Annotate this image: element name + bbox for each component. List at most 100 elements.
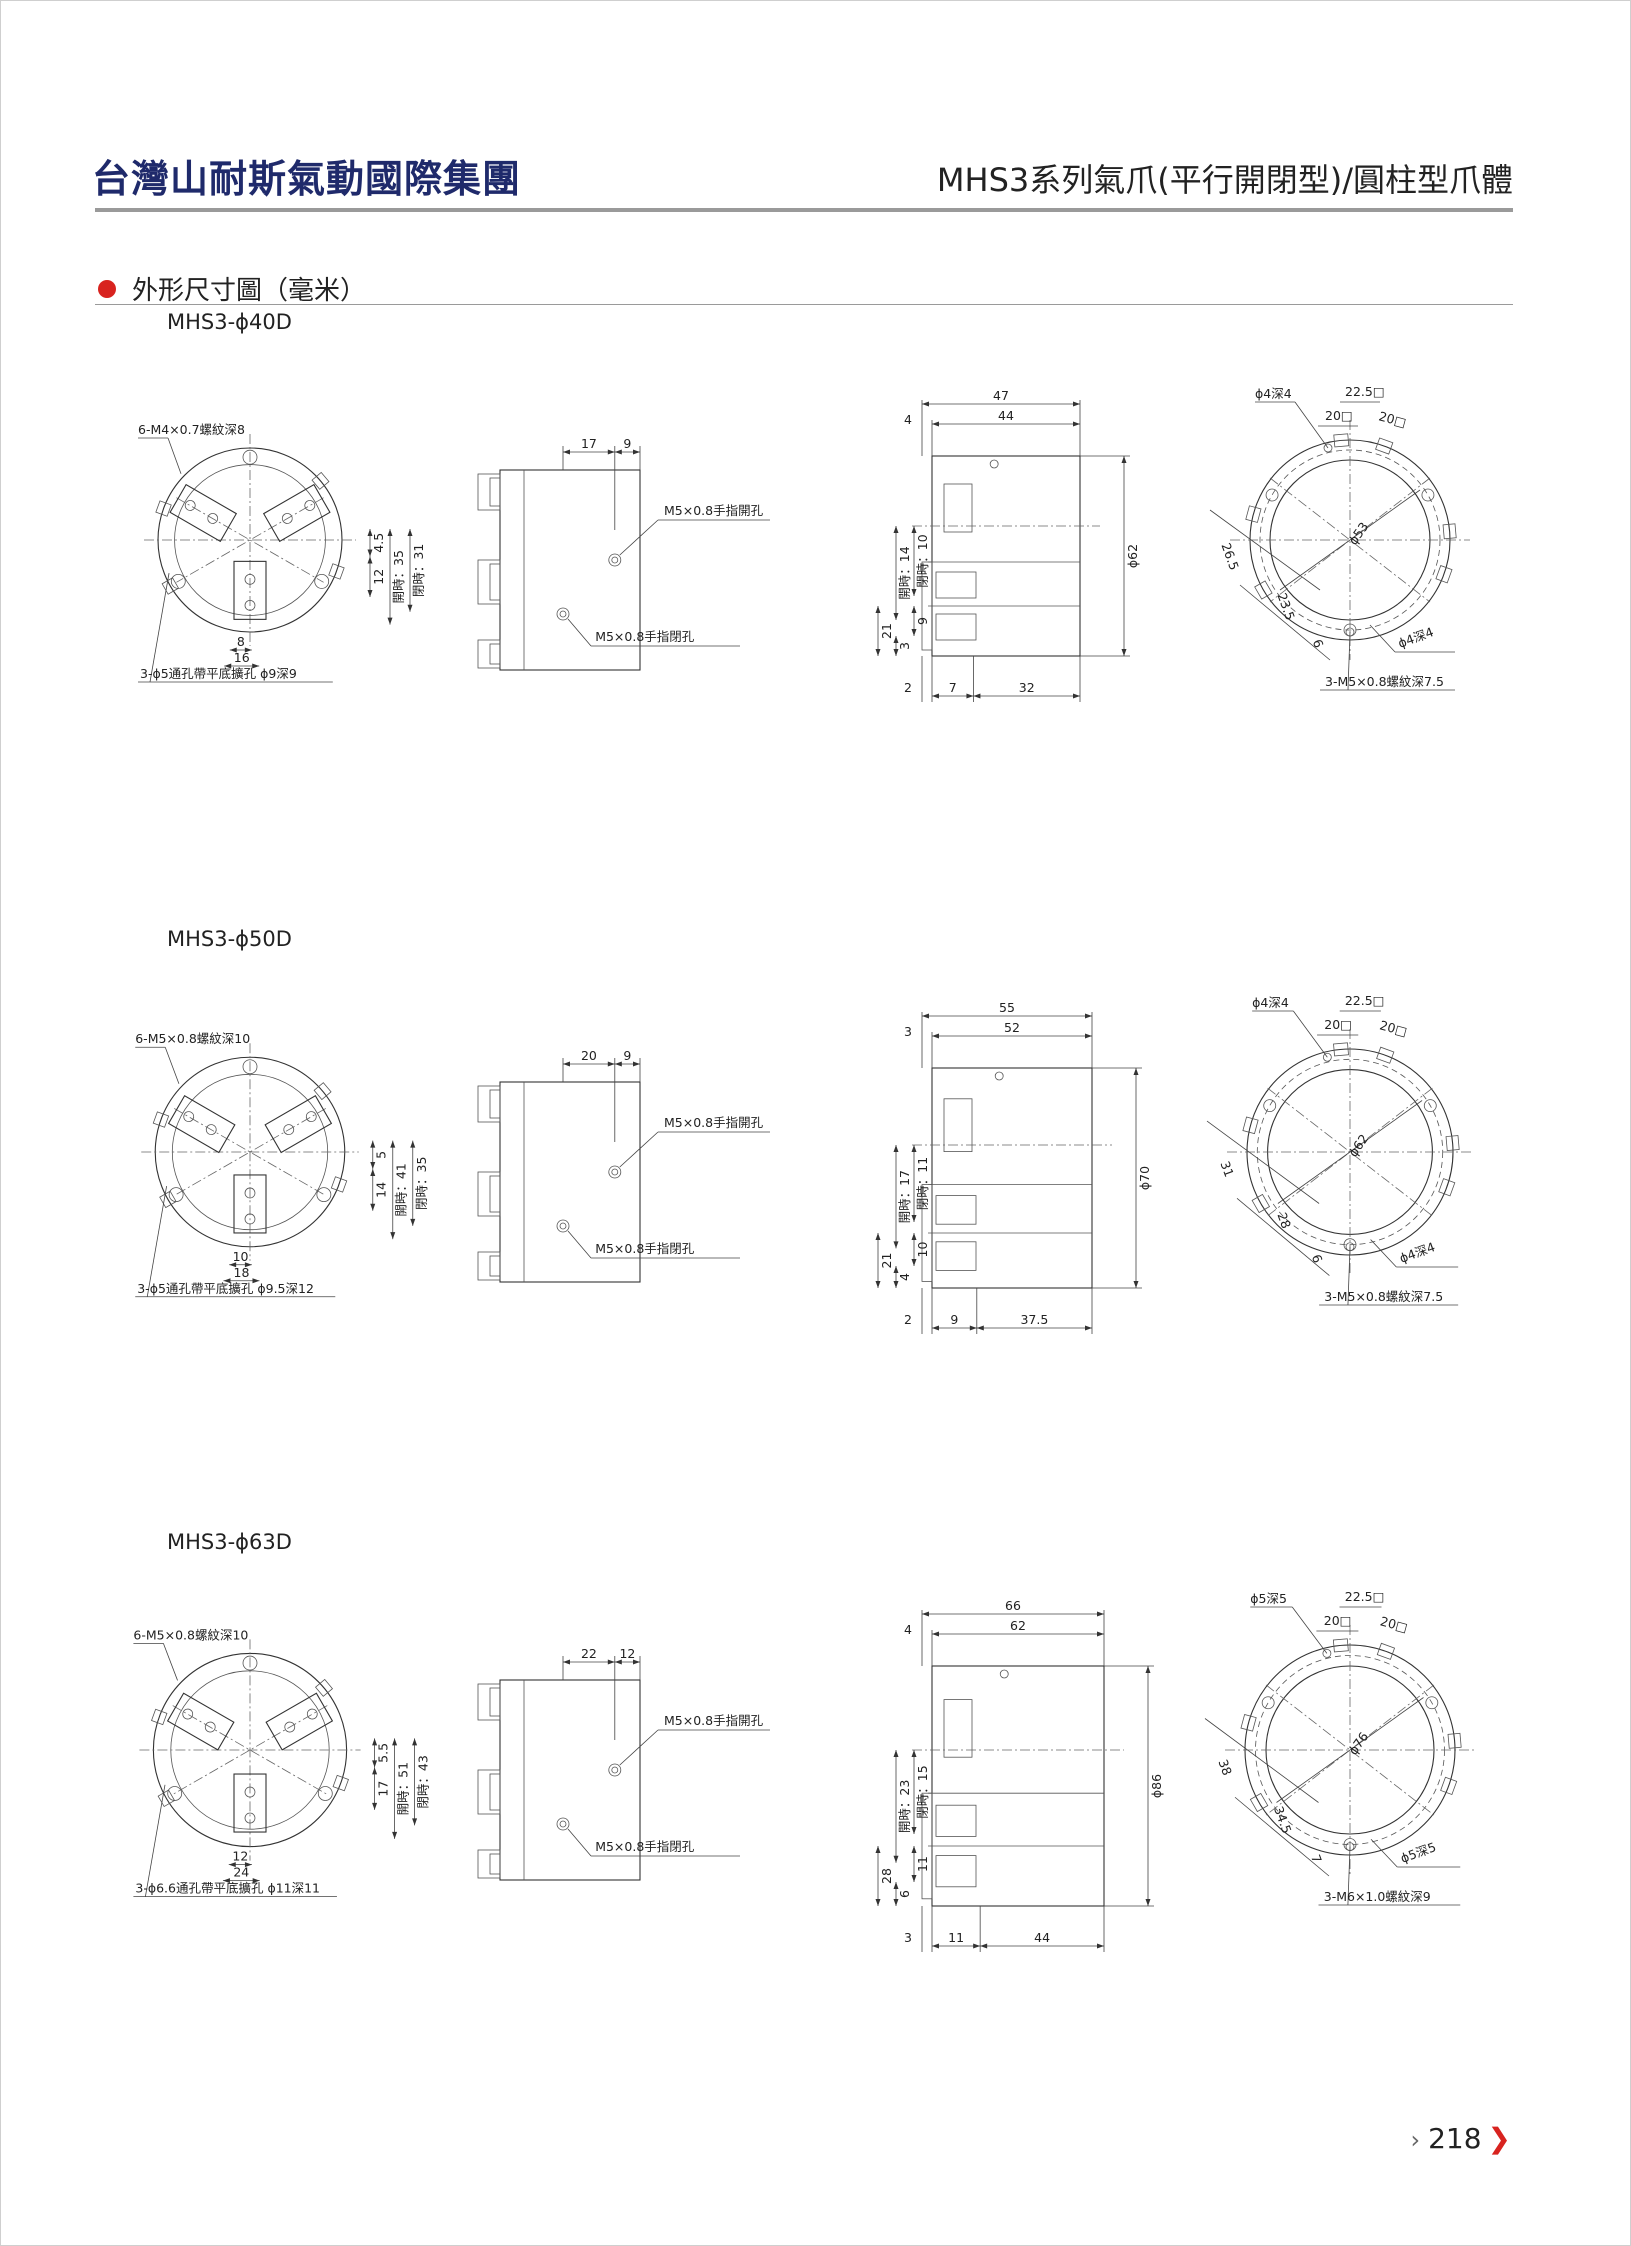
dim-arrow [911,1233,917,1240]
dim-label: 37.5 [1020,1312,1048,1327]
tapped-hole-icon [1425,1696,1439,1710]
side-jaw-tab-inner [489,1687,501,1717]
dim-label: 閉時：15 [915,1765,930,1818]
dim-label: 2 [904,680,912,695]
finger-jaw [264,1095,333,1154]
dim-arrow [1145,1899,1151,1906]
dim-arrow [372,1738,378,1746]
dim-arrow [932,1325,939,1331]
dim-arrow [607,1061,615,1067]
dim-label: 12 [371,569,386,585]
dim-arrow [252,1878,260,1884]
bottom-slot [1447,1732,1462,1749]
bottom-diameter: ϕ76 [1345,1729,1371,1757]
dim-label: 4 [904,1622,912,1637]
dim-arrow [367,528,373,536]
finger-jaw [262,483,331,543]
bottom-dim: 26.5 [1218,541,1242,572]
pin-note: ϕ5深5 [1250,1591,1287,1606]
dim-arrow [252,663,260,669]
dim-arrow [387,617,393,625]
dim-label: 17 [376,1781,391,1797]
thru-hole-icon [242,1059,258,1075]
chevron-right-icon: › [1410,2126,1421,2154]
dim-arrow [1121,649,1127,656]
dim-label: 閉時：11 [915,1157,930,1210]
dim-arrow [392,1831,398,1839]
side-jaw-tab-inner [489,477,501,507]
model-label-63: MHS3-ϕ63D [167,1530,292,1554]
dim-label: 17 [581,436,597,451]
dim-arrow [607,1659,615,1665]
bottom-dim: 28 [1274,1210,1294,1230]
dim-arrow [911,1875,917,1882]
jaw-block [167,1095,236,1154]
dim-label: 55 [999,1000,1015,1015]
dim-arrow [244,647,252,653]
screw-hole-icon [182,1708,194,1720]
pin-icon [1322,1649,1332,1658]
dim-label: 閉時：35 [414,1157,429,1210]
brand-title: 台灣山耐斯氣動國際集團 [92,156,522,201]
dim-arrow [563,1061,570,1067]
bottom-slot [1375,437,1394,455]
dim-arrow [1073,693,1080,699]
tapped-hole-icon [1263,1099,1277,1113]
tapped-hole-icon [1423,1099,1437,1113]
dim-arrow [633,449,640,455]
pin-note-2: ϕ4深4 [1396,624,1436,651]
dim-label: 6 [897,1890,912,1898]
dim-arrow [370,1203,376,1211]
dim-label: 9 [950,1312,958,1327]
screw-hole-icon [281,513,293,524]
dim-label: 52 [1004,1020,1020,1035]
bolt-circle [1259,449,1441,631]
square-dim: 20□ [1379,1613,1410,1635]
bottom-slot [1442,523,1457,540]
dim-label: 12 [619,1646,635,1661]
pin-icon [994,1071,1004,1081]
screw-hole-icon [244,573,256,585]
screw-hole-icon [204,1721,216,1733]
screw-hole-icon [306,1708,318,1720]
dim-arrow [893,649,899,656]
dim-arrow [412,1738,418,1746]
bottom-thread-note: 3-M5×0.8螺紋深7.5 [1324,1289,1443,1304]
bottom-slot [1249,1792,1269,1813]
dim-arrow [244,1262,252,1268]
profile-flange [921,561,933,651]
dim-label: 62 [1010,1618,1026,1633]
dim-label: 3 [904,1930,912,1945]
dim-arrow [893,1750,899,1757]
dim-label: 21 [879,623,894,639]
bottom-slot [1332,1638,1349,1653]
dim-label: 4 [904,412,912,427]
bottom-dim: 31 [1217,1159,1237,1179]
thread-note: 6-M5×0.8螺紋深10 [135,1031,250,1046]
dim-arrow [1097,1631,1104,1637]
profile-jaw [935,571,977,599]
bottom-slot [1254,580,1273,600]
dim-arrow [1097,1943,1104,1949]
screw-hole-icon [304,500,316,511]
dim-arrow [563,1659,570,1665]
dim-arrow [875,1899,881,1906]
body-slot [314,1678,334,1697]
dim-arrow [976,1325,984,1331]
screw-hole-icon [205,1124,217,1136]
dim-label: 44 [998,408,1014,423]
dim-arrow [1097,1611,1104,1617]
open-port-note: M5×0.8手指開孔 [664,1115,764,1130]
dim-label: 11 [948,1930,964,1945]
square-dim: 22.5□ [1345,384,1385,399]
